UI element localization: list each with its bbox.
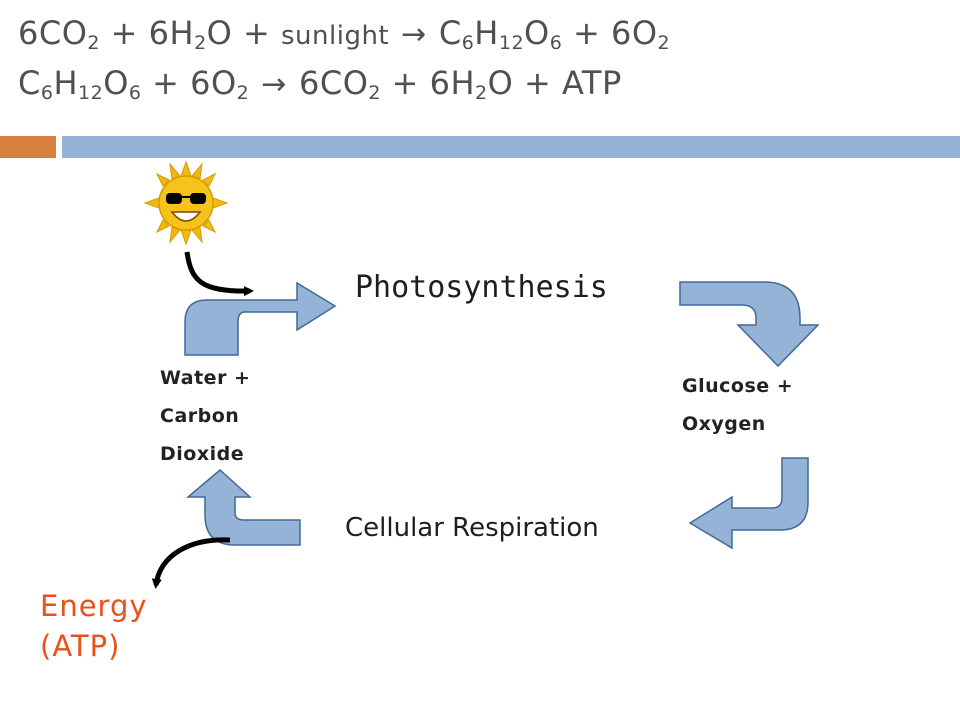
block-arrow-bottom-left — [185, 469, 301, 546]
respiration-equation: C6H12O6 + 6O2 → 6CO2 + 6H2O + ATP — [18, 64, 622, 104]
block-arrow-top-left — [184, 281, 337, 356]
products-label: Glucose + Oxygen — [682, 375, 794, 435]
curved-arrow-icon — [184, 251, 254, 297]
sun-with-sunglasses-icon — [143, 160, 229, 246]
accent-bar-orange — [0, 136, 56, 158]
cellular-respiration-label: Cellular Respiration — [345, 513, 599, 543]
accent-bar-blue — [62, 136, 960, 158]
block-arrow-bottom-right — [688, 457, 809, 550]
photosynthesis-equation: 6CO2 + 6H2O + sunlight → C6H12O6 + 6O2 — [18, 14, 671, 54]
energy-label: Energy (ATP) — [40, 589, 148, 663]
curved-arrow-icon — [151, 537, 231, 589]
block-arrow-top-right — [679, 281, 820, 368]
reactants-label: Water + Carbon Dioxide — [160, 367, 251, 465]
photosynthesis-label: Photosynthesis — [355, 270, 608, 305]
